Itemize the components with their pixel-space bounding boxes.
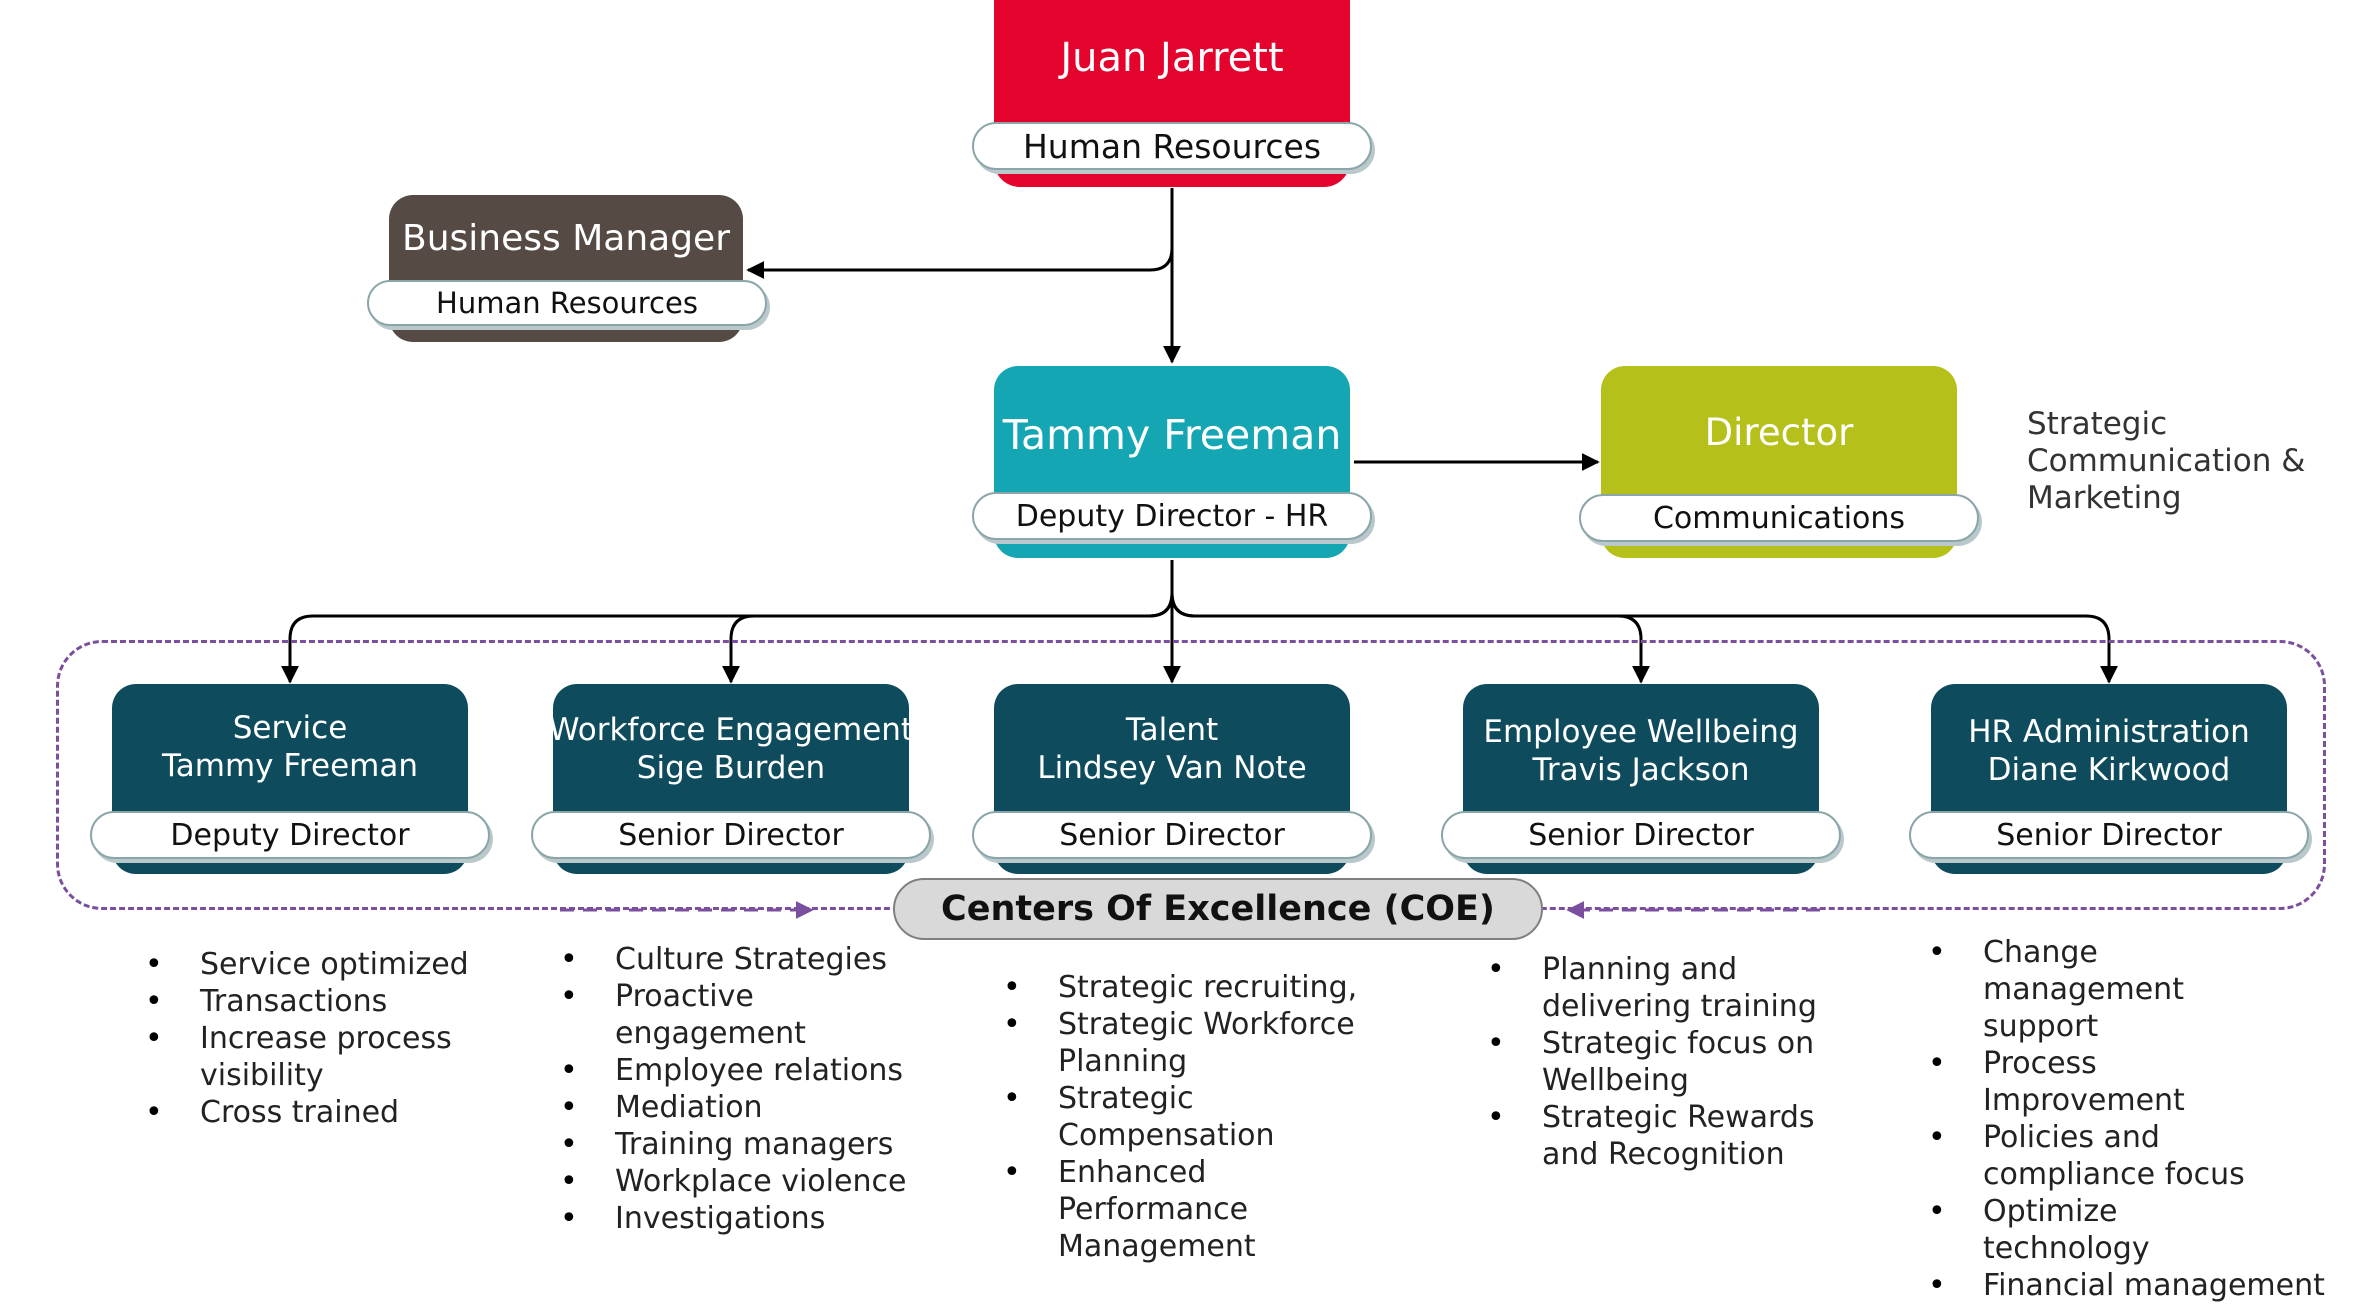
coe-banner: Centers Of Excellence (COE): [893, 878, 1543, 940]
node-name: Director: [1704, 411, 1854, 454]
bullet-item-continued: Wellbeing: [1542, 1063, 1689, 1098]
bullet-item-continued: Planning: [1058, 1044, 1188, 1079]
bullet-item-continued: visibility: [200, 1058, 324, 1093]
bullet-item: Strategic: [1003, 1080, 1357, 1117]
node-name: Business Manager: [402, 218, 730, 259]
bullet-item-continued: support: [1983, 1009, 2099, 1044]
bullet-item: Strategic recruiting,: [1003, 969, 1357, 1006]
bullet-item-continued: technology: [1983, 1231, 2150, 1266]
node-role-pill: Senior Director: [531, 811, 931, 859]
node-name: Juan Jarrett: [1060, 35, 1284, 81]
coe-person: Tammy Freeman: [161, 747, 419, 784]
node-name: Tammy Freeman: [1002, 411, 1342, 459]
hr-admin-bullets: Change management support Process Improv…: [1928, 934, 2325, 1304]
note-line: Communication &: [2027, 443, 2306, 480]
coe-area: Workforce Engagement: [548, 712, 914, 748]
bullet-item: Strategic Rewards: [1487, 1099, 1817, 1136]
coe-area: Talent: [1125, 712, 1219, 748]
coe-area: HR Administration: [1968, 714, 2250, 750]
node-role-pill: Senior Director: [1441, 811, 1841, 859]
bullet-item-continued: Management: [1058, 1229, 1256, 1264]
wellbeing-bullets: Planning and delivering training Strateg…: [1487, 951, 1817, 1173]
bullet-item-continued: compliance focus: [1983, 1157, 2245, 1192]
bullet-item: Enhanced: [1003, 1154, 1357, 1191]
bullet-item: Strategic focus on: [1487, 1025, 1817, 1062]
node-role-pill: Senior Director: [972, 811, 1372, 859]
bullet-item-continued: Compensation: [1058, 1118, 1275, 1153]
node-juan-jarrett[interactable]: Juan Jarrett Human Resources: [972, 0, 1372, 187]
coe-node-hr-administration[interactable]: HR Administration Diane Kirkwood Senior …: [1909, 684, 2309, 874]
bullet-item-continued: Performance: [1058, 1192, 1249, 1227]
coe-person: Lindsey Van Note: [1037, 749, 1307, 786]
coe-node-employee-wellbeing[interactable]: Employee Wellbeing Travis Jackson Senior…: [1441, 684, 1841, 874]
coe-node-service[interactable]: Service Tammy Freeman Deputy Director: [90, 684, 490, 874]
bullet-item-continued: management: [1983, 972, 2184, 1007]
bullet-item: Optimize: [1928, 1193, 2325, 1230]
bullet-item: Service optimized: [145, 946, 469, 983]
coe-person: Travis Jackson: [1532, 751, 1750, 788]
bullet-item: Change: [1928, 934, 2325, 971]
node-role-pill: Deputy Director: [90, 811, 490, 859]
workforce-bullets: Culture Strategies Proactive engagement …: [560, 941, 906, 1237]
bullet-item: Increase process: [145, 1020, 469, 1057]
bullet-item: Policies and: [1928, 1119, 2325, 1156]
bullet-item: Strategic Workforce: [1003, 1006, 1357, 1043]
bullet-item-continued: Improvement: [1983, 1083, 2185, 1118]
node-business-manager[interactable]: Business Manager Human Resources: [367, 195, 767, 342]
bullet-item-continued: and Recognition: [1542, 1137, 1785, 1172]
note-line: Marketing: [2027, 480, 2182, 517]
bullet-item: Culture Strategies: [560, 941, 906, 978]
coe-area: Service: [232, 710, 348, 746]
bullet-item: Mediation: [560, 1089, 906, 1126]
bullet-item: Workplace violence: [560, 1163, 906, 1200]
bullet-item-continued: delivering training: [1542, 989, 1817, 1024]
bullet-item: Investigations: [560, 1200, 906, 1237]
bullet-item: Transactions: [145, 983, 469, 1020]
coe-person: Sige Burden: [636, 749, 826, 786]
bullet-item: Proactive: [560, 978, 906, 1015]
bullet-item: Process: [1928, 1045, 2325, 1082]
bullet-item: Financial management: [1928, 1267, 2325, 1304]
node-tammy-freeman-deputy[interactable]: Tammy Freeman Deputy Director - HR: [972, 366, 1372, 558]
bullet-item-continued: engagement: [615, 1016, 806, 1051]
node-role-pill: Communications: [1579, 494, 1979, 542]
connector-deputy-to-hr-admin: [1170, 560, 2118, 684]
coe-node-talent[interactable]: Talent Lindsey Van Note Senior Director: [972, 684, 1372, 874]
bullet-item: Planning and: [1487, 951, 1817, 988]
node-role-pill: Deputy Director - HR: [972, 492, 1372, 540]
node-role-pill: Human Resources: [367, 280, 767, 326]
connector-top-to-business-manager: [746, 188, 1174, 279]
coe-person: Diane Kirkwood: [1987, 751, 2231, 788]
talent-bullets: Strategic recruiting, Strategic Workforc…: [1003, 969, 1357, 1265]
coe-node-workforce-engagement[interactable]: Workforce Engagement Sige Burden Senior …: [531, 684, 931, 874]
bullet-item: Training managers: [560, 1126, 906, 1163]
service-bullets: Service optimized Transactions Increase …: [145, 946, 469, 1131]
node-communications-director[interactable]: Director Communications: [1579, 366, 1979, 558]
coe-area: Employee Wellbeing: [1483, 714, 1799, 750]
node-role-pill: Senior Director: [1909, 811, 2309, 859]
note-line: Strategic: [2027, 406, 2168, 442]
bullet-item: Cross trained: [145, 1094, 469, 1131]
node-role-pill: Human Resources: [972, 122, 1372, 170]
communications-note: Strategic Communication & Marketing: [2027, 406, 2305, 518]
bullet-item: Employee relations: [560, 1052, 906, 1089]
